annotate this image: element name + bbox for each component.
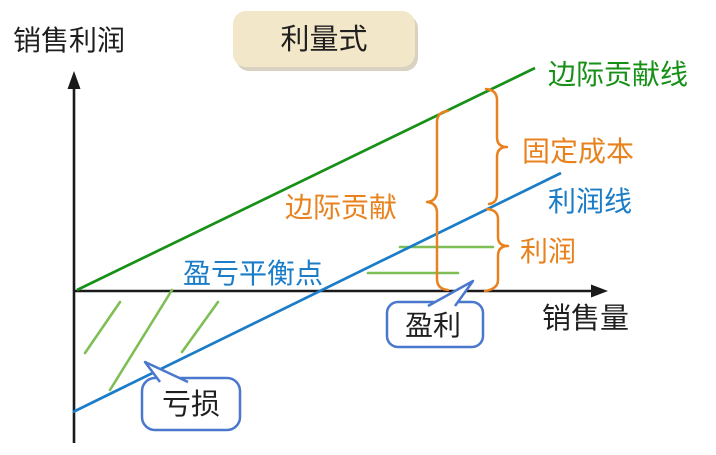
diagram-title: 利量式: [280, 22, 367, 56]
loss-callout-label: 亏损: [162, 387, 220, 421]
loss-area-hatching: [83, 288, 220, 392]
x-axis: [74, 284, 608, 298]
loss-callout: 亏损: [140, 360, 242, 432]
profit-callout: 盈利: [385, 279, 485, 349]
loss-callout-tail-icon: [143, 360, 189, 384]
y-axis-arrowhead-icon: [67, 71, 81, 89]
profit-callout-label: 盈利: [405, 309, 461, 342]
loss-hatch-line: [180, 300, 220, 354]
y-axis: [67, 71, 81, 443]
profit-line-label: 利润线: [548, 185, 632, 218]
x-axis-label: 销售量: [542, 301, 629, 335]
profit-callout-tail-icon: [427, 279, 475, 308]
marginal-contribution-brace: [425, 109, 450, 292]
marginal-contribution-label: 边际贡献: [285, 191, 397, 224]
contribution-line-label: 边际贡献线: [548, 58, 688, 91]
contribution-line: [76, 66, 536, 292]
profit-amount-label: 利润: [520, 235, 576, 268]
title-box-background: [233, 11, 415, 67]
profit-area-hatching: [366, 245, 495, 275]
title-box: 利量式: [233, 11, 418, 71]
breakeven-point-label: 盈亏平衡点: [183, 257, 323, 290]
y-axis-label: 销售利润: [13, 24, 125, 57]
loss-hatch-line: [83, 300, 122, 355]
fixed-cost-label: 固定成本: [522, 135, 634, 168]
fixed-cost-brace: [484, 87, 509, 206]
profit-brace: [483, 207, 510, 293]
x-axis-arrowhead-icon: [591, 284, 608, 298]
loss-hatch-line: [108, 288, 174, 392]
loss-callout-box: [140, 376, 242, 432]
